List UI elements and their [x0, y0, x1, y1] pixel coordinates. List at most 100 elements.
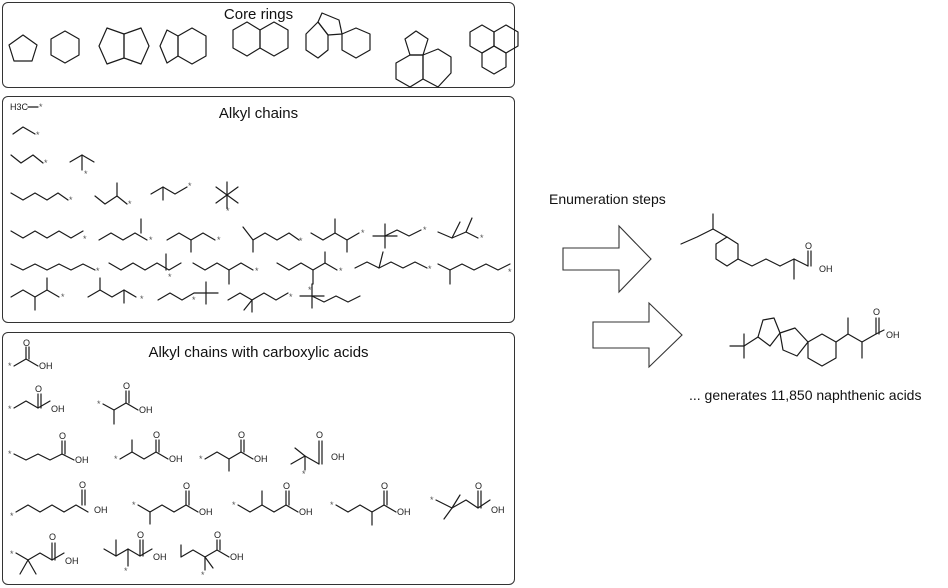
- svg-text:O: O: [153, 430, 160, 440]
- dimethylbutanoic-acid-chain: * O OH: [430, 481, 505, 520]
- hydrindane-ring: [159, 27, 207, 65]
- svg-text:*: *: [308, 285, 312, 295]
- alkyl-branched-c5-d: *: [310, 218, 365, 253]
- methyl-label: H3C: [10, 102, 29, 112]
- svg-text:*: *: [201, 570, 205, 580]
- svg-text:*: *: [83, 234, 87, 244]
- propyl-chain: *: [10, 154, 48, 168]
- isopropyl-chain: *: [69, 154, 95, 179]
- pentanoic-acid-chain: * O OH: [10, 480, 108, 521]
- svg-text:*: *: [188, 181, 192, 191]
- svg-text:*: *: [508, 267, 512, 277]
- svg-text:OH: OH: [139, 405, 153, 415]
- isobutyric-acid-chain: * O OH: [97, 381, 153, 425]
- svg-text:*: *: [8, 361, 12, 371]
- methyl-group: H3C *: [10, 102, 43, 112]
- svg-text:*: *: [430, 495, 434, 505]
- perhydroacenaphthylene-ring: [395, 30, 452, 88]
- alkyl-branched-c6-h: *: [157, 281, 219, 305]
- svg-text:*: *: [96, 266, 100, 276]
- dimethylpropanoic-acid-chain: O OH *: [290, 430, 345, 479]
- svg-text:*: *: [361, 228, 365, 238]
- svg-text:*: *: [36, 130, 40, 140]
- svg-text:*: *: [44, 158, 48, 168]
- alkyl-branched-c6-j: *: [299, 283, 361, 309]
- cyclohexane-ring: [50, 30, 80, 64]
- svg-text:OH: OH: [331, 452, 345, 462]
- enumeration-steps-label: Enumeration steps: [549, 191, 666, 207]
- methylpentanoic-acid-chain-c: * O OH: [330, 481, 411, 526]
- svg-text:*: *: [217, 235, 221, 245]
- methylbutanoic-acid-chain-a: * O OH: [114, 430, 183, 464]
- svg-text:*: *: [302, 469, 306, 479]
- svg-text:*: *: [423, 225, 427, 235]
- svg-text:OH: OH: [491, 505, 505, 515]
- svg-text:*: *: [330, 500, 334, 510]
- propanoic-acid-chain: * O OH: [8, 384, 65, 414]
- svg-text:*: *: [124, 566, 128, 576]
- svg-text:O: O: [238, 430, 245, 440]
- svg-text:*: *: [428, 264, 432, 274]
- svg-text:OH: OH: [39, 361, 53, 371]
- svg-text:O: O: [475, 481, 482, 491]
- alkyl-branched-c6-a: *: [108, 253, 182, 282]
- svg-text:OH: OH: [169, 454, 183, 464]
- acetic-acid-chain: * O OH: [8, 338, 53, 371]
- decalin-ring: [232, 21, 289, 57]
- svg-text:OH: OH: [886, 330, 900, 340]
- alkyl-branched-c6-b: *: [192, 262, 259, 285]
- svg-text:*: *: [114, 454, 118, 464]
- svg-text:*: *: [61, 292, 65, 302]
- result-caption: ... generates 11,850 naphthenic acids: [689, 387, 922, 403]
- svg-text:*: *: [255, 266, 259, 276]
- core-rings-title: Core rings: [223, 6, 294, 23]
- alkyl-branched-c6-f: *: [10, 277, 65, 311]
- enumeration-arrow-2: [592, 301, 683, 369]
- product-structure-1: O OH: [680, 213, 833, 280]
- svg-text:O: O: [214, 530, 221, 540]
- svg-text:*: *: [128, 199, 132, 209]
- carboxylic-acids-panel: Alkyl chains with carboxylic acids: [2, 332, 515, 585]
- svg-text:*: *: [299, 236, 303, 246]
- svg-text:*: *: [192, 295, 196, 305]
- svg-text:OH: OH: [299, 507, 313, 517]
- perhydrofluorene-ring: [305, 12, 371, 59]
- methylpentanoic-acid-chain-b: * O OH: [232, 481, 313, 517]
- svg-text:OH: OH: [94, 505, 108, 515]
- svg-text:*: *: [69, 195, 73, 205]
- svg-text:*: *: [199, 454, 203, 464]
- svg-text:*: *: [168, 272, 172, 282]
- ethyl-chain: *: [12, 126, 40, 140]
- svg-text:*: *: [480, 233, 484, 243]
- alkyl-branched-c6-e: *: [437, 263, 512, 285]
- sec-butyl-chain: *: [94, 182, 132, 209]
- svg-text:OH: OH: [397, 507, 411, 517]
- svg-text:OH: OH: [51, 404, 65, 414]
- svg-text:OH: OH: [65, 556, 79, 566]
- svg-text:O: O: [23, 338, 30, 348]
- svg-text:O: O: [381, 481, 388, 491]
- svg-text:O: O: [283, 481, 290, 491]
- enumeration-arrow-1: [562, 224, 652, 294]
- svg-text:*: *: [84, 169, 88, 179]
- alkyl-chains-title: Alkyl chains: [218, 105, 299, 122]
- svg-text:O: O: [805, 241, 812, 251]
- tert-butyl-chain: *: [215, 181, 239, 216]
- methylbutanoic-acid-chain-b: * O OH: [199, 430, 268, 472]
- svg-text:OH: OH: [254, 454, 268, 464]
- core-rings-panel: Core rings: [2, 2, 515, 88]
- alkyl-branched-c5-f: *: [437, 217, 484, 243]
- svg-text:*: *: [10, 549, 14, 559]
- pentyl-chain: *: [10, 230, 87, 244]
- svg-text:O: O: [316, 430, 323, 440]
- svg-text:O: O: [59, 431, 66, 441]
- svg-text:O: O: [873, 307, 880, 317]
- svg-text:*: *: [39, 102, 43, 112]
- svg-text:*: *: [226, 206, 230, 216]
- svg-text:*: *: [8, 404, 12, 414]
- isobutyl-chain: *: [150, 181, 192, 201]
- alkyl-branched-c5-a: *: [98, 218, 153, 245]
- svg-text:OH: OH: [230, 552, 244, 562]
- alkyl-chains-panel: Alkyl chains: [2, 96, 515, 323]
